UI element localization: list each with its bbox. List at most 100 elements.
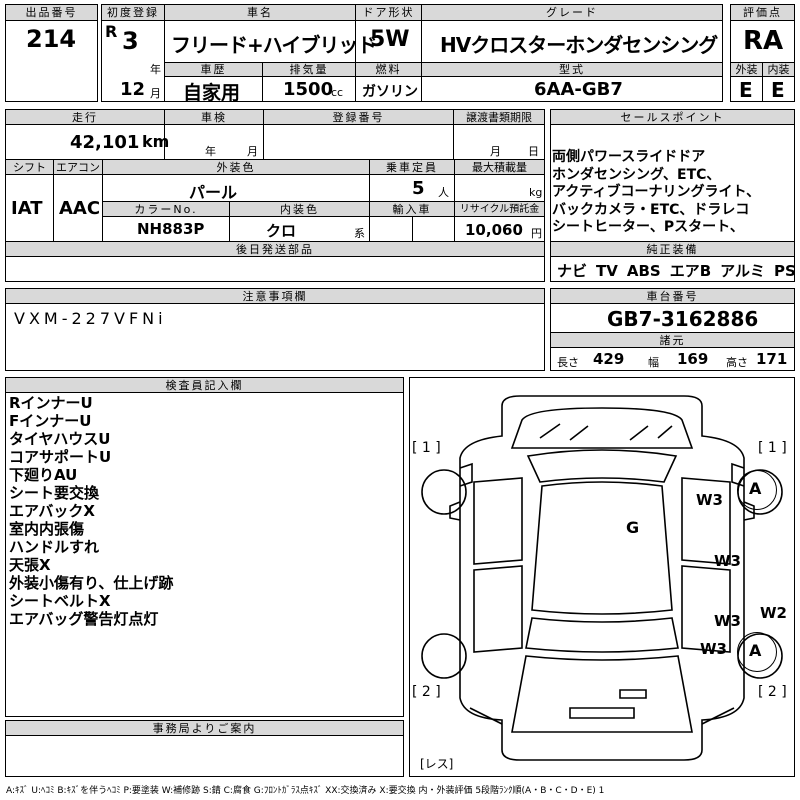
lot-no-value: 214 [26, 25, 77, 53]
transfer-cell: 月 日 [453, 124, 545, 160]
sales-label: セールスポイント [550, 109, 795, 125]
mark-w2: W2 [760, 604, 787, 622]
first-reg-year-unit: 年 [150, 63, 161, 76]
import-label: 輸入車 [369, 201, 455, 217]
rating-cell: RA [730, 20, 795, 63]
equipment-cell: ナビTVABSエアBアルミPSPW [550, 256, 796, 282]
mark-w3-3: W3 [714, 612, 741, 630]
interior-cell: E [762, 76, 795, 102]
later-parts-cell [5, 256, 545, 282]
caution-value: VXM-227VFNi [14, 309, 167, 328]
sales-line: シートヒーター、Pスタート、 [552, 219, 744, 235]
equipment-item: ナビ [557, 262, 588, 280]
sales-line: ホンダセンシング、ETC、 [552, 166, 721, 183]
car-name-label: 車名 [164, 4, 356, 21]
fuel-value: ガソリン [362, 84, 418, 100]
grade-value: HVクロスターホンダセンシング [440, 33, 718, 57]
equipment-item: アルミ [720, 262, 766, 280]
aircon-value: AAC [59, 198, 101, 219]
aircon-label: エアコン [53, 159, 103, 175]
first-reg-year: 3 [122, 27, 139, 55]
equipment-label: 純正装備 [550, 241, 795, 257]
mileage-value: 42,101 [70, 132, 140, 153]
capacity-label: 乗車定員 [369, 159, 455, 175]
mileage-cell: 42,101 km [5, 124, 169, 160]
ext-color-cell: パール [102, 174, 370, 202]
inspector-note-line: 下廻りAU [9, 466, 78, 484]
rating-value: RA [743, 26, 784, 56]
equipment-item: ABS [626, 262, 661, 280]
specs-cell: 長さ 429 幅 169 高さ 171 [550, 347, 795, 371]
mark-w3-2: W3 [714, 552, 741, 570]
lot-no-label: 出品番号 [5, 4, 98, 21]
inspection-cell: 年 月 [164, 124, 264, 160]
aircon-cell: AAC [53, 174, 103, 242]
interior-value: E [771, 78, 785, 102]
equipment-item: エアB [669, 262, 712, 280]
inspection-year-unit: 年 [205, 145, 216, 158]
history-cell: 自家用 [164, 76, 263, 104]
import-cell [369, 216, 455, 242]
equipment-list: ナビTVABSエアBアルミPSPW [557, 260, 800, 281]
specs-label: 諸元 [550, 332, 795, 348]
first-reg-month: 12 [120, 79, 146, 100]
registration-label: 登録番号 [263, 109, 454, 125]
inspector-note-line: ハンドルすれ [9, 538, 100, 556]
car-name-cell: フリード+ハイブリッド [164, 20, 377, 63]
damage-diagram: A A G W3 W3 W3 W3 W2 [ 1 ] [ 1 ] [ 2 ] [… [409, 377, 795, 777]
fuel-cell: ガソリン [355, 76, 422, 102]
mark-a-rear: A [749, 641, 762, 660]
mileage-unit: km [142, 132, 170, 151]
inspector-note-line: エアバックX [9, 502, 95, 520]
grade-label: グレード [421, 4, 723, 21]
displacement-label: 排気量 [262, 62, 356, 77]
car-name-value: フリード+ハイブリッド [171, 33, 377, 57]
bracket-front-right: [ 1 ] [758, 440, 787, 456]
recycle-label: リサイクル預託金 [454, 201, 545, 217]
grade-cell: HVクロスターホンダセンシング [421, 20, 723, 63]
width-label: 幅 [648, 356, 659, 369]
sales-line: 両側パワースライドドア [552, 149, 706, 165]
exterior-cell: E [730, 76, 763, 102]
ext-color-label: 外装色 [102, 159, 370, 175]
max-load-unit: kg [529, 186, 543, 199]
capacity-cell: 5 人 [369, 174, 455, 202]
fuel-label: 燃料 [355, 62, 422, 77]
capacity-unit: 人 [438, 186, 449, 199]
displacement-cell: 1500 cc [262, 76, 356, 102]
recycle-value: 10,060 [465, 221, 523, 239]
damage-circle-a-rear: A [737, 632, 777, 672]
later-parts-label: 後日発送部品 [5, 241, 545, 257]
int-color-cell: クロ 系 [229, 216, 370, 242]
equipment-item: PS [774, 262, 796, 280]
bracket-front-left: [ 1 ] [412, 440, 441, 456]
first-reg-month-unit: 月 [150, 87, 161, 100]
inspector-note-line: コアサポートU [9, 448, 112, 466]
color-no-value: NH883P [137, 220, 205, 238]
inspector-note-line: FインナーU [9, 412, 92, 430]
displacement-unit: cc [331, 86, 344, 99]
car-outline [421, 395, 783, 761]
inspector-note-line: 室内内張傷 [9, 520, 85, 538]
shift-label: シフト [5, 159, 54, 175]
model-label: 型式 [421, 62, 723, 77]
inspector-note-line: 外装小傷有り、仕上げ跡 [9, 574, 174, 592]
door-value: 5W [370, 27, 410, 52]
inspector-note-line: シートベルトX [9, 592, 111, 610]
int-color-value: クロ [266, 222, 297, 240]
bracket-res: [レス] [420, 757, 454, 771]
inspector-note-line: シート要交換 [9, 484, 100, 502]
transfer-day-unit: 日 [528, 145, 539, 158]
interior-label: 内装 [762, 62, 795, 77]
inspector-note-line: タイヤハウスU [9, 430, 111, 448]
office-label: 事務局よりご案内 [5, 720, 404, 736]
door-cell: 5W [355, 20, 422, 63]
lot-no-cell: 214 [5, 20, 98, 102]
rating-label: 評価点 [730, 4, 795, 21]
inspector-label: 検査員記入欄 [5, 377, 404, 393]
max-load-label: 最大積載量 [454, 159, 545, 175]
mark-w3-4: W3 [700, 640, 727, 658]
model-value: 6AA-GB7 [534, 79, 623, 100]
transfer-label: 譲渡書類期限 [453, 109, 545, 125]
